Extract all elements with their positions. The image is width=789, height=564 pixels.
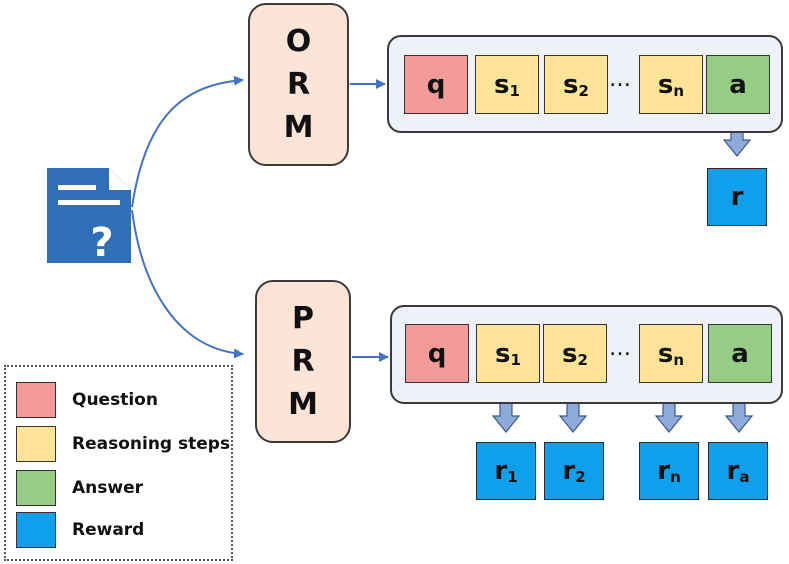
down-arrow-prm-s1 [491,401,521,433]
legend-swatch-reasoning [16,426,56,462]
legend-item-reasoning: Reasoning steps [16,426,230,462]
orm-token-answer: a [706,55,770,114]
orm-letter-1: O [285,24,312,59]
prm-letter-2: R [291,344,315,379]
arrow-doc-to-orm [131,75,244,208]
prm-letter-1: P [292,301,314,336]
legend-label-question: Question [72,390,158,410]
orm-ellipsis: … [609,67,631,92]
orm-letter-2: R [286,67,311,102]
legend-swatch-question [16,382,56,418]
orm-token-question: q [404,55,468,114]
prm-token-answer: a [708,324,772,383]
legend-label-answer: Answer [72,478,143,498]
orm-letter-3: M [283,110,314,145]
down-arrow-prm-answer [724,401,754,433]
orm-model-box: O R M [248,3,349,166]
legend-item-answer: Answer [16,470,143,506]
legend: Question Reasoning steps Answer Reward [4,365,233,561]
down-arrow-prm-s2 [558,401,588,433]
prm-model-box: P R M [255,280,351,443]
legend-item-reward: Reward [16,512,144,548]
prm-token-question: q [405,324,469,383]
orm-reward: r [707,168,767,226]
down-arrow-prm-sn [654,401,684,433]
prm-ellipsis: … [609,336,631,361]
legend-label-reward: Reward [72,520,145,540]
question-document-icon: ? [47,168,131,266]
legend-swatch-answer [16,470,56,506]
legend-swatch-reward [16,512,56,548]
arrow-doc-to-prm [131,209,244,359]
prm-letter-3: M [288,387,318,422]
legend-item-question: Question [16,382,158,418]
svg-text:?: ? [90,220,113,266]
legend-label-reasoning: Reasoning steps [72,434,231,454]
